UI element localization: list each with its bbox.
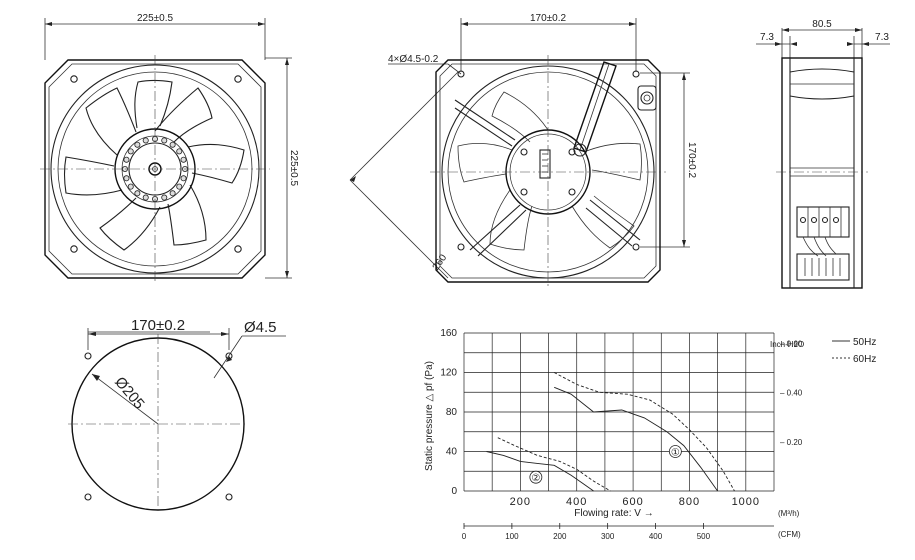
x-tick-label: 600 [622,496,643,508]
side-right-offset-dimension: 7.3 [875,32,889,43]
curve-marker-label: ① [671,448,680,459]
cfm-tick-label: 400 [649,532,663,541]
curve-marker-label: ② [531,473,540,484]
front-corner-hole [70,75,78,83]
rear-corner-hole [632,70,640,78]
chart-x-unit-secondary: (CFM) [778,530,801,539]
series-line-3 [497,437,611,492]
hub-bolt-hole [142,137,149,144]
rear-hole-spacing-horizontal: 170±0.2 [530,13,567,24]
hub-bolt-hole [123,156,130,163]
cfm-tick-label: 0 [462,532,467,541]
hub-bolt-hole [176,148,183,155]
hub-bolt-hole [180,175,187,182]
cfm-tick-label: 100 [505,532,519,541]
mount-hole-spacing-dimension: 170±0.2 [131,317,185,334]
x-tick-label: 400 [566,496,587,508]
side-left-offset-dimension: 7.3 [760,32,774,43]
y-tick-label: 120 [440,368,457,379]
curve-marker-circle [668,445,682,458]
hub-bolt-hole [127,183,134,190]
y-tick-label: 40 [446,447,458,458]
series-line-1 [553,372,735,492]
hub-bolt-hole [161,194,168,201]
series-line-0 [554,386,718,492]
hub-bolt-hole [127,148,134,155]
inch-tick-label: – 0.60 [780,339,803,348]
hub-bolt-hole [142,194,149,201]
inch-tick-label: – 0.20 [780,438,803,447]
y-tick-label: 160 [440,328,457,339]
legend-60hz-label: 60Hz [853,354,876,365]
mount-hole [225,493,233,501]
chart-grid [463,332,775,492]
side-depth-dimension: 80.5 [812,19,832,30]
side-label-plate [796,253,850,281]
hub-bolt-hole [134,141,141,148]
x-tick-label: 1000 [732,496,760,508]
rear-corner-hole [632,243,640,251]
y-tick-label: 80 [446,407,458,418]
mount-pattern-view: 170±0.2 Ø4.5 Ø205 [68,317,286,514]
terminal-block [796,206,850,238]
front-corner-hole [234,245,242,253]
rear-hub-label-plate [539,149,551,179]
x-tick-label: 200 [510,496,531,508]
chart-legend: 50Hz 60Hz [832,337,876,365]
curve-marker-circle [529,470,543,484]
cfm-tick-label: 300 [601,532,615,541]
mount-hole-dimension: Ø4.5 [244,319,277,336]
side-view: 80.5 7.3 7.3 [756,19,890,289]
cfm-tick-label: 500 [697,532,711,541]
hub-bolt-hole [176,183,183,190]
chart-y-axis-label: Static pressure △ pf (Pa) [424,361,435,471]
x-tick-label: 800 [679,496,700,508]
rear-fan-blades [457,91,642,251]
rear-view: 170±0.2 170±0.2 4×Ø4.5-0.2 260 [349,13,697,288]
hub-bolt-hole [169,190,176,197]
mount-hole [84,493,92,501]
hub-bolt-hole [123,175,130,182]
mount-hole [225,352,233,360]
rear-hole-spacing-vertical: 170±0.2 [686,142,697,179]
mount-hole [84,352,92,360]
front-width-dimension: 225±0.5 [137,13,174,24]
front-corner-hole [234,75,242,83]
series-line-2 [486,451,594,492]
front-corner-hole [70,245,78,253]
front-view: 225±0.5 225±0.5 [40,13,299,283]
rear-corner-hole [457,243,465,251]
fan-blades [63,79,245,251]
hub-bolt-hole [180,156,187,163]
hub-bolt-hole [134,190,141,197]
chart-x-axis-label: Flowing rate: V → [574,508,653,519]
rear-hole-callout: 4×Ø4.5-0.2 [388,54,439,65]
inch-tick-label: – 0.40 [780,389,803,398]
performance-chart: Static pressure △ pf (Pa) Flowing rate: … [424,328,876,541]
cfm-tick-label: 200 [553,532,567,541]
front-height-dimension: 225±0.5 [288,150,299,187]
hub-bolt-hole [169,141,176,148]
y-tick-label: 0 [451,486,457,497]
rear-corner-hole [457,70,465,78]
hub-bolt-hole [161,137,168,144]
chart-x-unit-primary: (M³/h) [778,509,800,518]
chart-secondary-axis-label: Inch-H2O [770,340,804,349]
legend-50hz-label: 50Hz [853,337,876,348]
